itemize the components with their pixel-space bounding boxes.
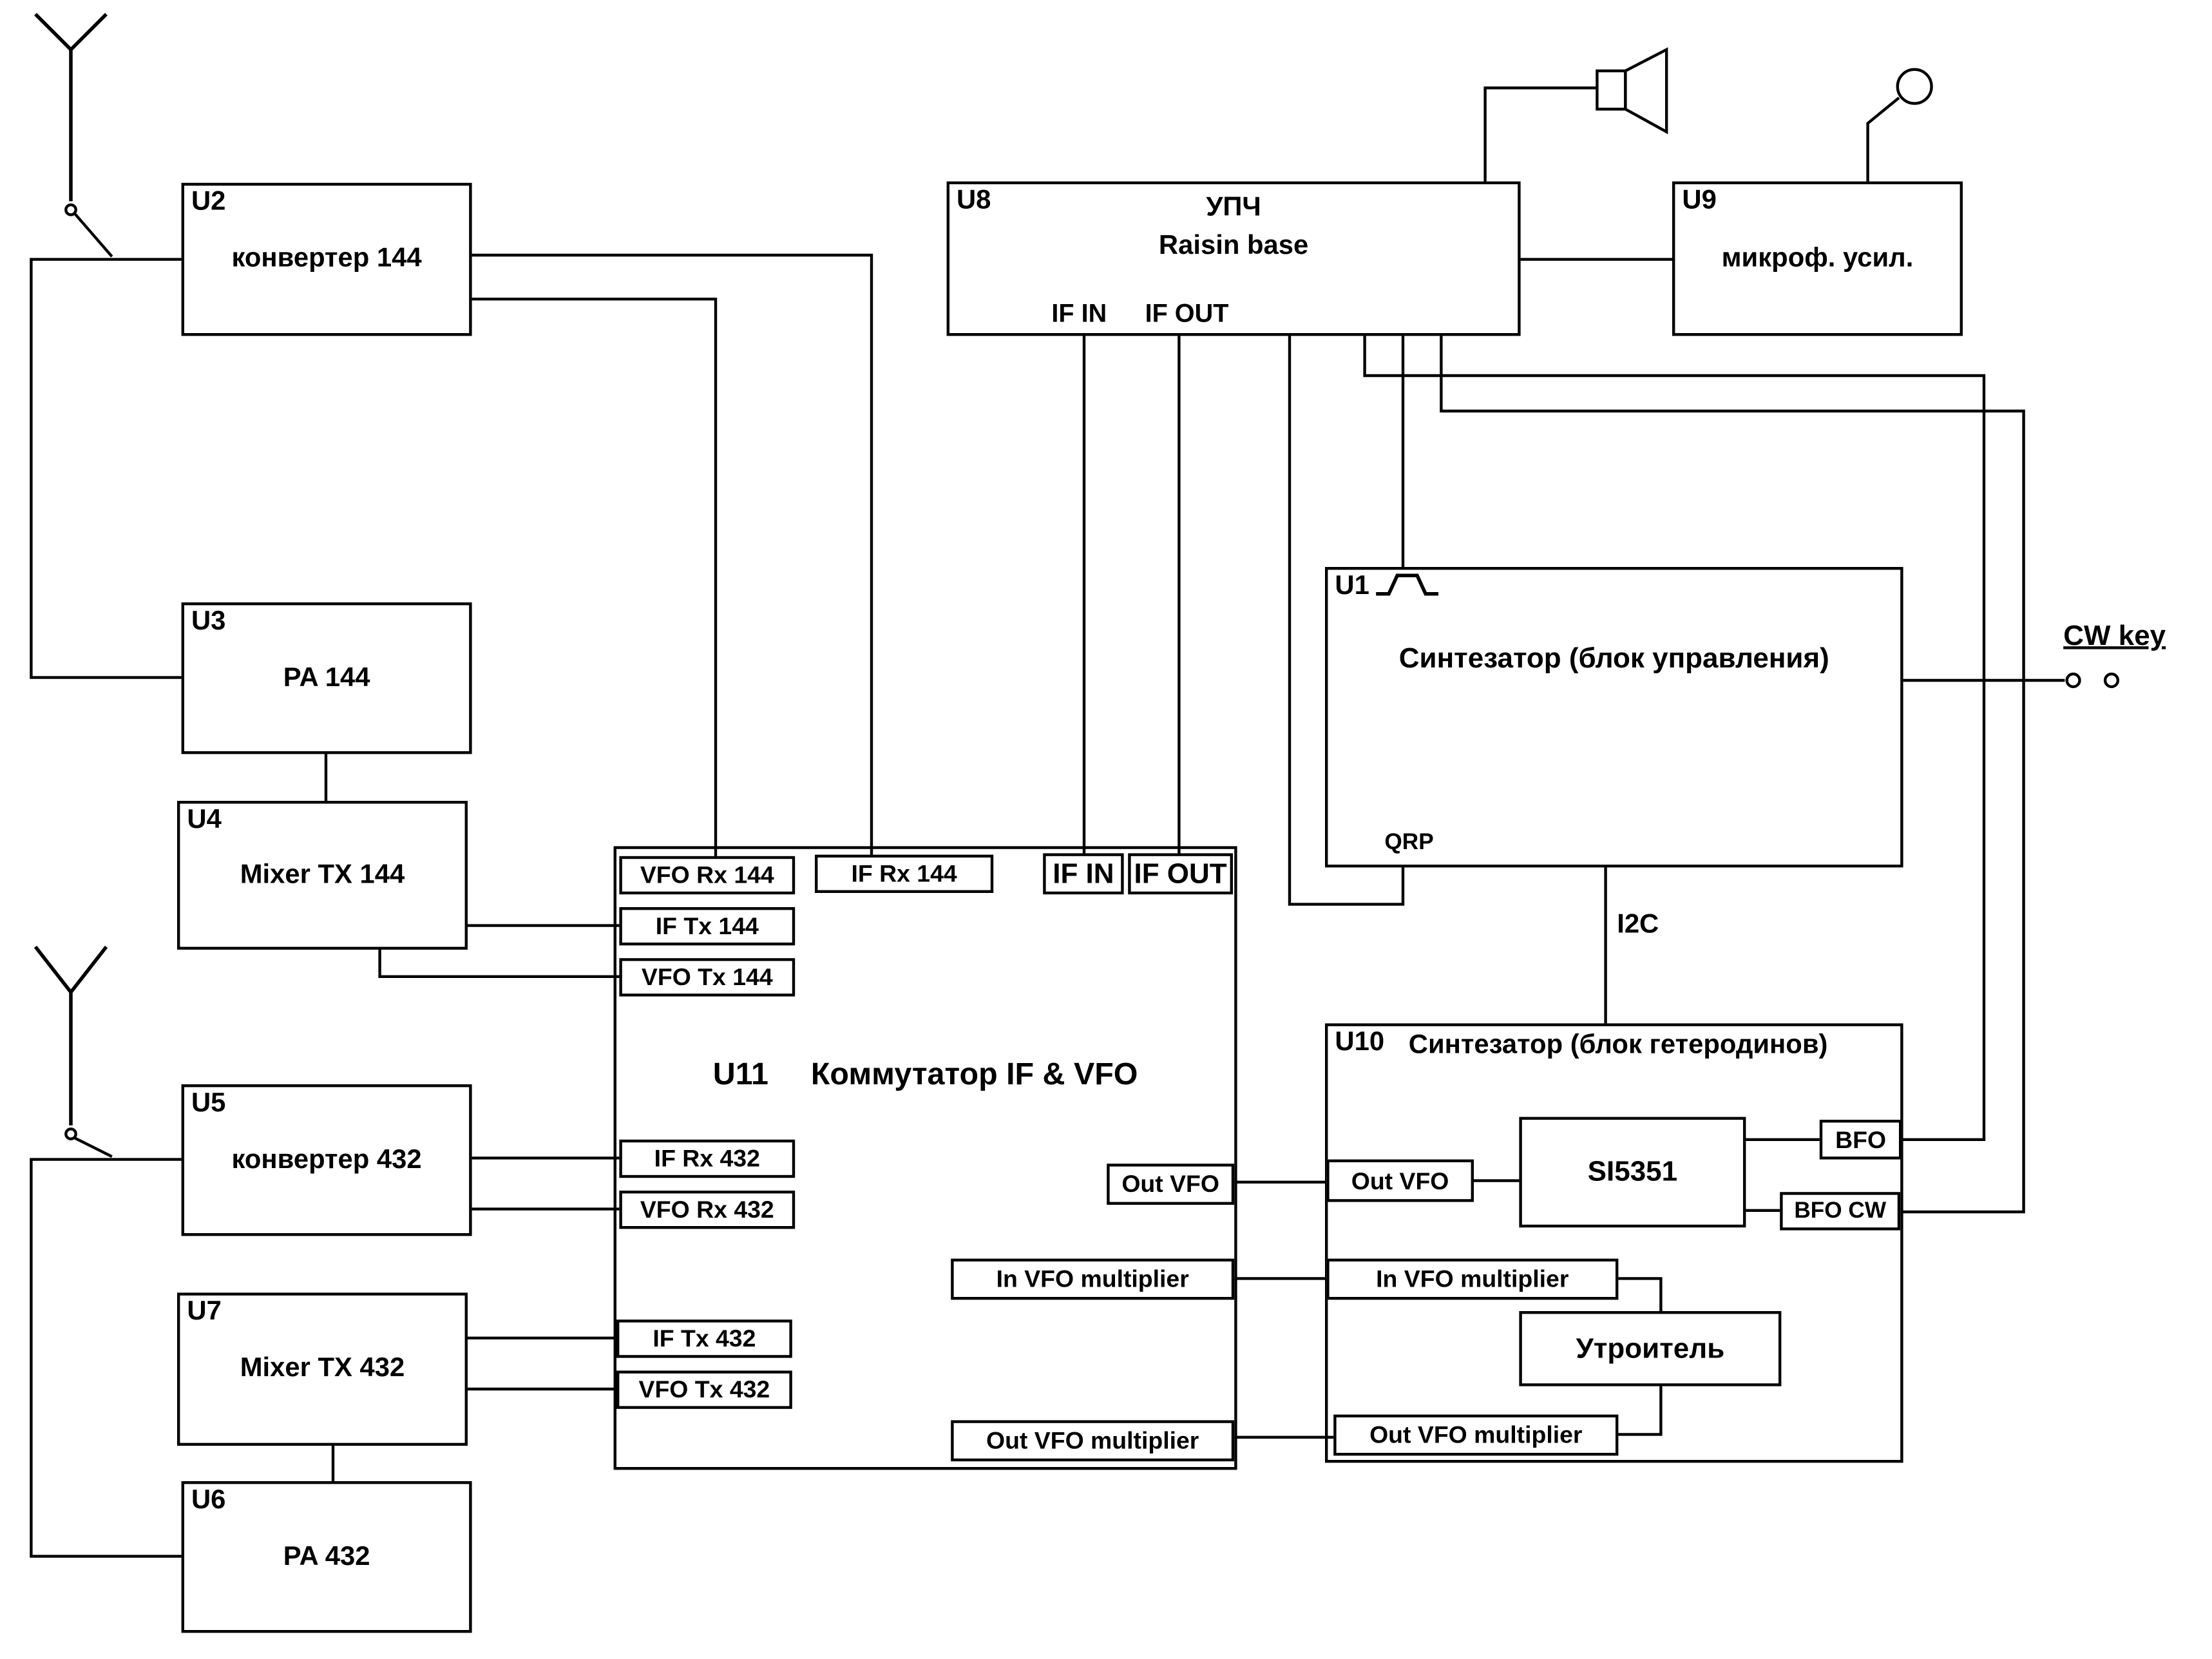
block-u2-converter-144: U2 конвертер 144	[181, 182, 472, 336]
port-u11-in-vfo-multiplier: In VFO multiplier	[951, 1258, 1235, 1300]
wire	[1612, 1277, 1663, 1316]
port-label-if-in: IF IN	[1051, 299, 1107, 328]
wire	[1612, 1382, 1663, 1436]
block-id: U8	[957, 186, 991, 216]
block-u1-synthesizer-control: U1 Синтезатор (блок управления) QRP	[1325, 567, 1903, 868]
tr-switch-icon	[64, 203, 113, 258]
port-if-out: IF OUT	[1128, 853, 1233, 895]
port-if-tx-432: IF Tx 432	[616, 1319, 792, 1358]
port-vfo-rx-144: VFO Rx 144	[619, 856, 796, 895]
block-label: конвертер 432	[231, 1144, 422, 1175]
microphone-icon	[1896, 68, 1933, 105]
port-u10-in-vfo-multiplier: In VFO multiplier	[1326, 1258, 1619, 1300]
wire	[472, 253, 873, 856]
block-tripler: Утроитель	[1519, 1311, 1782, 1386]
port-vfo-tx-144: VFO Tx 144	[619, 958, 796, 997]
label-cw-key: CW key	[2063, 620, 2166, 652]
block-id: U3	[191, 606, 226, 637]
chip-si5351: SI5351	[1519, 1117, 1746, 1228]
block-u7-mixer-tx-432: U7 Mixer TX 432	[177, 1292, 468, 1446]
port-u10-out-vfo: Out VFO	[1326, 1159, 1474, 1202]
port-bfo-cw: BFO CW	[1780, 1192, 1901, 1231]
block-title: УПЧ	[1206, 193, 1261, 223]
block-id: U5	[191, 1088, 226, 1118]
block-u10-synthesizer-lo: U10 Синтезатор (блок гетеродинов)	[1325, 1023, 1903, 1463]
block-subtitle: Raisin base	[1158, 231, 1309, 261]
wire	[378, 950, 620, 979]
block-u8-if-amplifier: U8 УПЧ Raisin base IF IN IF OUT	[946, 181, 1521, 336]
block-id: U11	[712, 1056, 768, 1091]
block-u9-mic-amplifier: U9 микроф. усил.	[1672, 181, 1963, 336]
wire	[1866, 97, 1900, 182]
block-label: Mixer TX 432	[240, 1354, 405, 1384]
block-id: U6	[191, 1485, 226, 1515]
port-vfo-rx-432: VFO Rx 432	[619, 1191, 796, 1229]
block-title: Синтезатор (блок гетеродинов)	[1408, 1030, 1828, 1060]
key-contacts-icon	[2065, 672, 2120, 689]
port-if-rx-432: IF Rx 432	[619, 1139, 796, 1178]
antenna-icon	[33, 945, 108, 1126]
block-id: U7	[187, 1297, 222, 1327]
block-label: Mixer TX 144	[240, 859, 405, 890]
block-id: U1	[1335, 571, 1369, 601]
port-label-qrp: QRP	[1384, 830, 1434, 855]
wire	[30, 258, 182, 679]
block-id: U4	[187, 805, 222, 835]
block-id: U9	[1682, 186, 1717, 216]
wire	[30, 1158, 182, 1558]
port-vfo-tx-432: VFO Tx 432	[616, 1370, 792, 1409]
port-if-tx-144: IF Tx 144	[619, 907, 796, 946]
wire	[1483, 86, 1597, 182]
port-if-rx-144: IF Rx 144	[815, 854, 994, 893]
wire	[1363, 336, 1986, 1142]
pulse-waveform-icon	[1376, 573, 1439, 596]
block-u3-pa-144: U3 PA 144	[181, 602, 472, 754]
block-u4-mixer-tx-144: U4 Mixer TX 144	[177, 801, 468, 950]
port-bfo: BFO	[1819, 1120, 1902, 1160]
speaker-icon	[1596, 47, 1668, 135]
block-id: U10	[1335, 1028, 1385, 1058]
block-label: PA 144	[283, 662, 370, 693]
block-header: U11 Коммутатор IF & VFO	[616, 1056, 1234, 1093]
block-label: Синтезатор (блок управления)	[1398, 643, 1829, 675]
wire	[1440, 336, 2025, 1214]
label-i2c-bus: I2C	[1617, 910, 1659, 940]
port-u11-out-vfo-multiplier: Out VFO multiplier	[951, 1420, 1235, 1462]
port-u11-out-vfo: Out VFO	[1107, 1164, 1235, 1205]
block-id: U2	[191, 187, 226, 217]
block-label: PA 432	[283, 1541, 370, 1571]
block-label: конвертер 144	[231, 244, 422, 274]
block-label: микроф. усил.	[1721, 243, 1914, 273]
block-u11-if-vfo-switcher: U11 Коммутатор IF & VFO	[613, 846, 1237, 1470]
block-u6-pa-432: U6 PA 432	[181, 1481, 472, 1633]
tr-switch-icon	[64, 1127, 113, 1158]
port-u10-out-vfo-multiplier: Out VFO multiplier	[1333, 1414, 1619, 1456]
block-title: Коммутатор IF & VFO	[810, 1056, 1138, 1091]
wire	[1288, 336, 1405, 906]
port-if-in: IF IN	[1043, 853, 1124, 895]
port-label-if-out: IF OUT	[1145, 299, 1229, 328]
antenna-icon	[34, 13, 108, 202]
wire	[472, 298, 718, 858]
block-u5-converter-432: U5 конвертер 432	[181, 1084, 472, 1236]
